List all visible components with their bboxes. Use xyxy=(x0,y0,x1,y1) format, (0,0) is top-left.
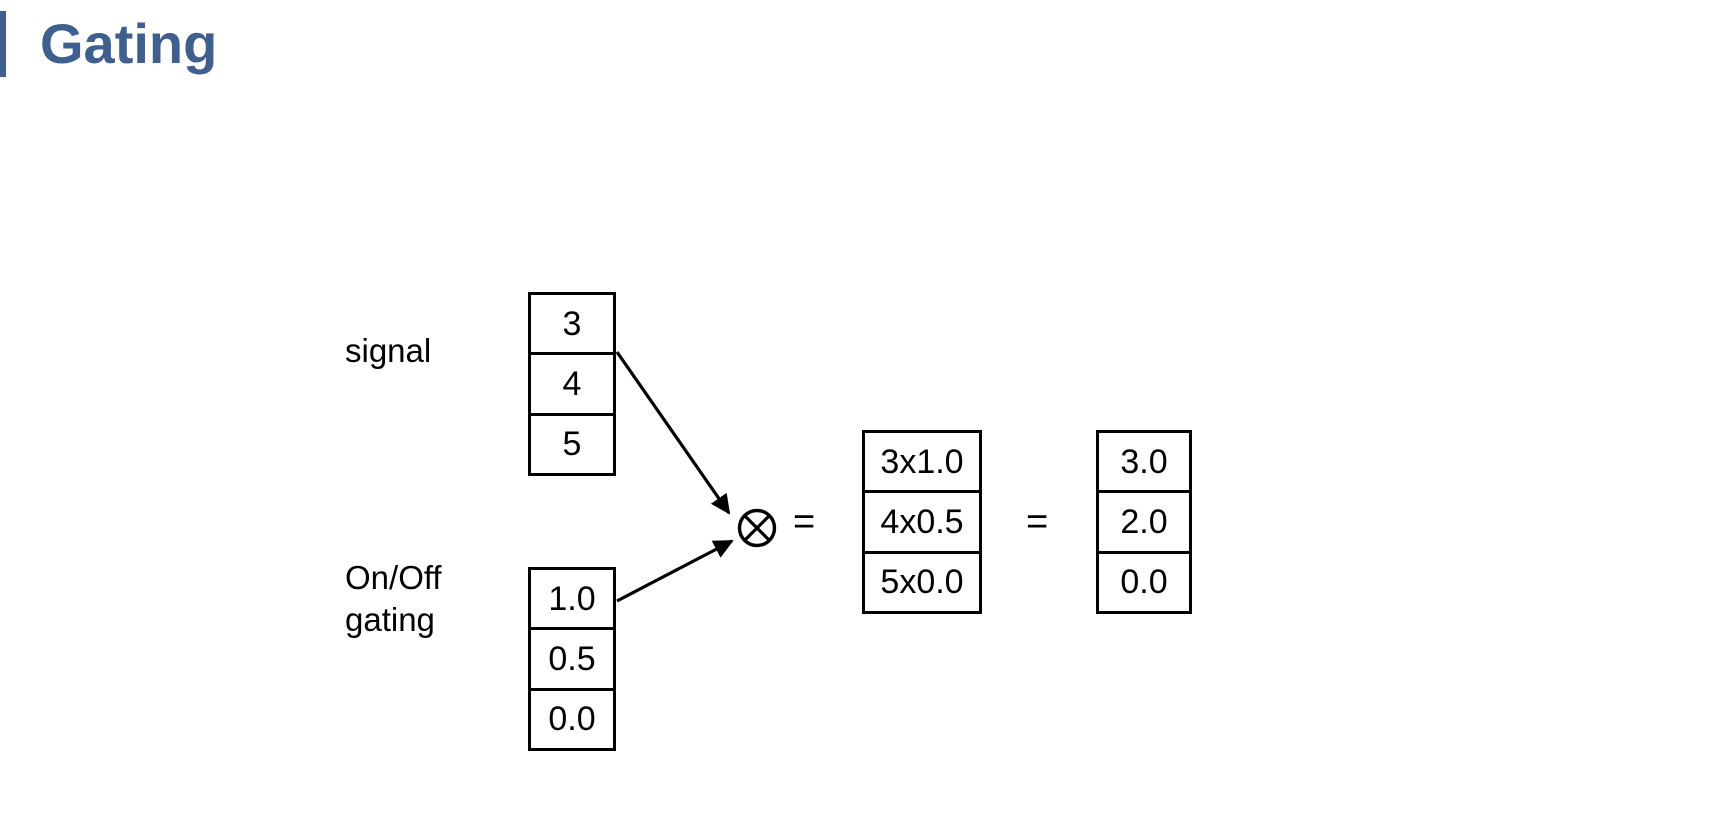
result-vector: 3.0 2.0 0.0 xyxy=(1096,430,1192,614)
gating-cell-0: 1.0 xyxy=(531,570,613,631)
signal-vector: 3 4 5 xyxy=(528,292,616,476)
product-cell-1: 4x0.5 xyxy=(865,493,979,554)
slide-title-block: Gating xyxy=(0,8,217,80)
equals-sign-2: = xyxy=(1026,501,1049,543)
circled-times-icon xyxy=(737,508,777,548)
gating-cell-2: 0.0 xyxy=(531,690,613,748)
result-cell-1: 2.0 xyxy=(1099,493,1189,554)
product-cell-0: 3x1.0 xyxy=(865,433,979,494)
gating-vector: 1.0 0.5 0.0 xyxy=(528,567,616,751)
signal-cell-1: 4 xyxy=(531,355,613,416)
equals-sign-1: = xyxy=(793,501,816,543)
gating-label: On/Off gating xyxy=(345,559,442,639)
result-cell-2: 0.0 xyxy=(1099,553,1189,611)
gating-cell-1: 0.5 xyxy=(531,630,613,691)
product-cell-2: 5x0.0 xyxy=(865,553,979,611)
signal-label: signal xyxy=(345,332,432,369)
title-accent-bar xyxy=(0,11,6,77)
page-title: Gating xyxy=(40,12,218,75)
result-cell-0: 3.0 xyxy=(1099,433,1189,494)
signal-cell-0: 3 xyxy=(531,295,613,356)
signal-cell-2: 5 xyxy=(531,415,613,473)
arrow-gating-to-operator xyxy=(616,539,734,603)
product-vector: 3x1.0 4x0.5 5x0.0 xyxy=(862,430,982,614)
arrow-signal-to-operator xyxy=(615,351,731,515)
